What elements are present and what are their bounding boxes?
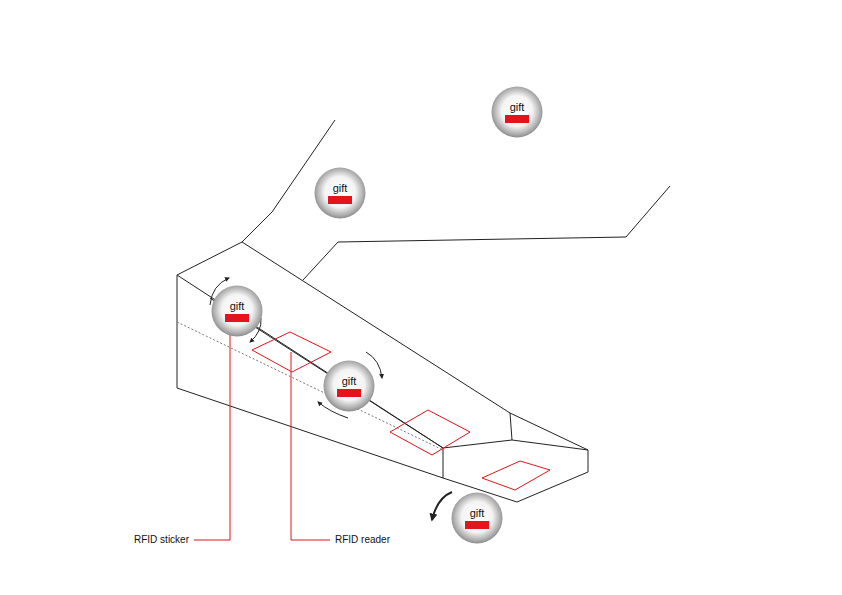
gift-label: gift bbox=[510, 102, 525, 113]
rfid-reader-pads bbox=[252, 332, 550, 490]
gift-label: gift bbox=[342, 376, 357, 387]
gift-sphere: gift bbox=[323, 360, 375, 412]
leader-lines bbox=[194, 330, 330, 540]
gift-label: gift bbox=[230, 301, 245, 312]
sphere-circle bbox=[324, 361, 375, 412]
rotation-arrows bbox=[210, 278, 452, 520]
gift-label: gift bbox=[333, 183, 348, 194]
gift-sphere: gift bbox=[314, 167, 366, 219]
chute-lines bbox=[177, 120, 670, 502]
rfid-sticker bbox=[328, 196, 352, 204]
sphere-circle bbox=[212, 286, 263, 337]
rfid-sticker bbox=[505, 115, 529, 123]
rfid-sticker bbox=[225, 314, 249, 322]
callout-label: RFID sticker bbox=[133, 535, 190, 545]
callout-label: RFID reader bbox=[334, 535, 391, 545]
sphere-circle bbox=[315, 168, 366, 219]
gift-sphere: gift bbox=[211, 285, 263, 337]
gift-sphere: gift bbox=[451, 492, 503, 544]
sphere-circle bbox=[492, 87, 543, 138]
sphere-circle bbox=[452, 493, 503, 544]
rfid-sticker bbox=[337, 389, 361, 397]
rfid-sticker bbox=[465, 521, 489, 529]
gift-sphere: gift bbox=[491, 86, 543, 138]
gift-label: gift bbox=[470, 508, 485, 519]
